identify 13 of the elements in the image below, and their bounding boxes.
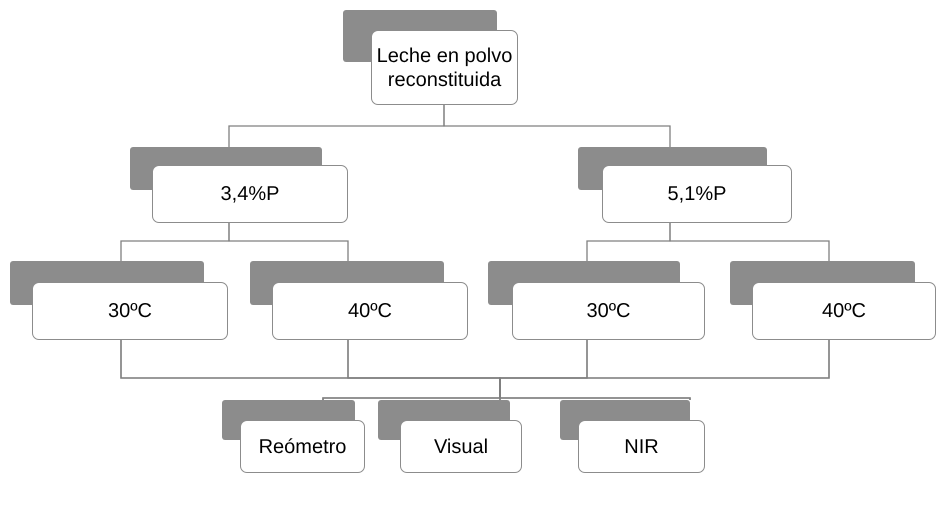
connector-line [228, 223, 349, 261]
connector-line [669, 223, 830, 261]
node-label: Reómetro [258, 434, 346, 458]
node-label: 5,1%P [668, 182, 726, 206]
node-label: 40ºC [348, 299, 392, 323]
node-label: Visual [434, 434, 488, 458]
node-label: 3,4%P [220, 182, 280, 206]
node-label: 40ºC [822, 299, 866, 323]
connector-line [443, 105, 671, 147]
node-label: NIR [624, 434, 659, 458]
node-label: 30ºC [108, 299, 152, 323]
node-label: Leche en polvo reconstituida [376, 44, 513, 92]
node-label: 30ºC [586, 299, 630, 323]
